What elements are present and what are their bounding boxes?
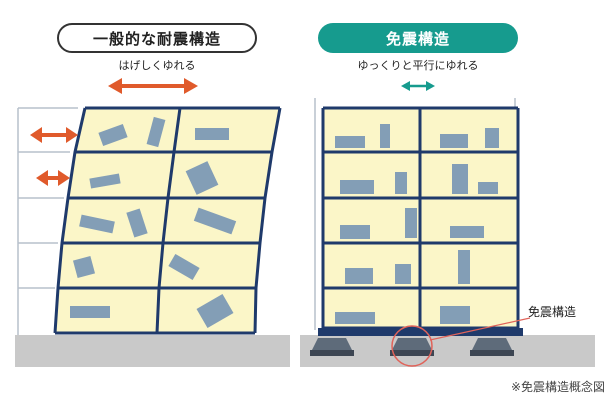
original-building-outline — [17, 107, 78, 335]
ground-left — [15, 335, 290, 367]
seismic-building — [53, 106, 282, 335]
figure-caption: ※免震構造概念図 — [510, 380, 605, 394]
seismic-structure-title: 一般的な耐震構造 — [57, 23, 257, 53]
side-shake-arrow-lower-icon — [36, 170, 70, 186]
isolator-bearings — [310, 338, 514, 356]
isolator-callout-circle — [391, 325, 433, 367]
seismic-subtitle: はげしくゆれる — [118, 59, 196, 72]
strong-shake-arrow-icon — [108, 78, 198, 94]
isolation-structure-title: 免震構造 — [318, 23, 518, 53]
gentle-shake-arrow-icon — [401, 81, 435, 91]
isolation-callout-label: 免震構造 — [528, 305, 577, 319]
isolation-subtitle: ゆっくりと平行にゆれる — [357, 59, 479, 72]
isolation-building — [318, 106, 523, 336]
callout-leader-line — [429, 317, 531, 341]
side-shake-arrow-upper-icon — [30, 127, 78, 143]
